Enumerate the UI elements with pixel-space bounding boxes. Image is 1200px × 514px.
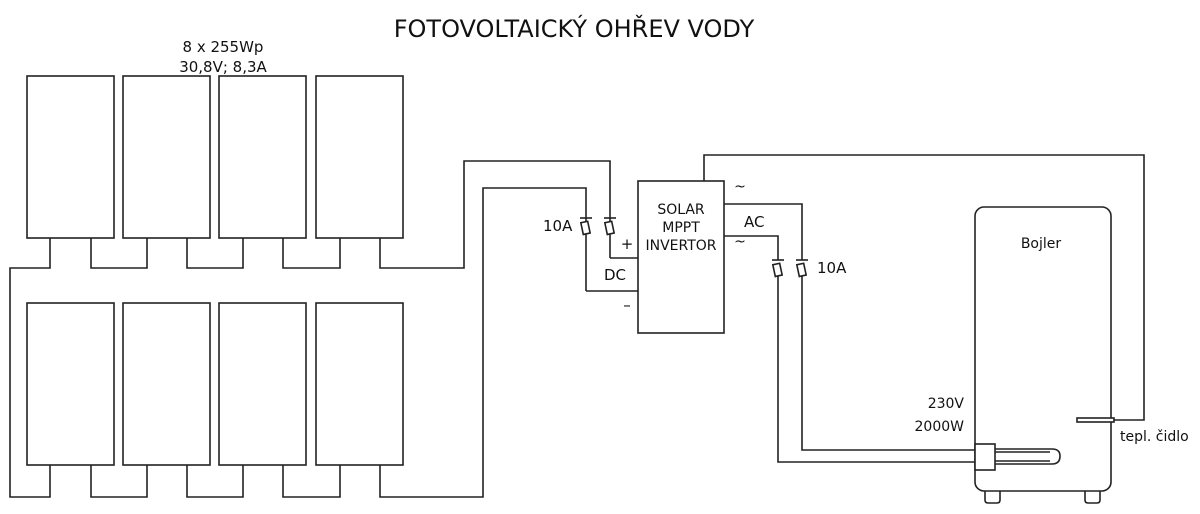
dc-positive-wire [379, 160, 611, 269]
inverter-label-line3: INVERTOR [645, 238, 716, 254]
solar-panel [122, 302, 211, 466]
panel-link-wire [186, 238, 244, 269]
panel-link-wire [90, 238, 148, 269]
ac-fuse-2 [795, 259, 808, 280]
dc-fuse-negative [579, 217, 592, 291]
inverter-label-line1: SOLAR [657, 202, 705, 218]
panel-link-wire [186, 465, 244, 498]
solar-panel [315, 302, 404, 466]
dc-negative-wire [379, 187, 587, 498]
heater-feed-wire-1 [777, 280, 975, 463]
heater-voltage: 230V [928, 396, 965, 412]
dc-plus-sign: + [621, 235, 634, 253]
dc-minus-sign: – [623, 296, 631, 314]
inverter-label-line2: MPPT [662, 220, 700, 236]
panel-count-label: 8 x 255Wp [183, 38, 264, 56]
solar-panel [122, 75, 211, 239]
solar-panel [218, 75, 307, 239]
ac-fuse-1 [771, 259, 784, 280]
boiler-label: Bojler [1021, 236, 1062, 252]
heater-flange [974, 443, 996, 471]
panel-link-wire [282, 465, 341, 498]
temperature-sensor-icon [1076, 417, 1115, 423]
diagram-title: FOTOVOLTAICKÝ OHŘEV VODY [394, 14, 755, 43]
heater-feed-wire-2 [801, 280, 975, 451]
panel-string-wire [9, 238, 51, 498]
solar-panel [26, 302, 115, 466]
sensor-wire [703, 154, 1145, 421]
boiler-foot-left [984, 491, 1001, 504]
solar-panel [218, 302, 307, 466]
panel-link-wire [90, 465, 148, 498]
dc-fuse-rating: 10A [543, 217, 573, 235]
ac-tilde-bottom: ~ [734, 234, 746, 250]
panel-spec-label: 30,8V; 8,3A [179, 58, 267, 76]
ac-fuse-rating: 10A [817, 259, 847, 277]
panel-link-wire [282, 238, 341, 269]
solar-panel [315, 75, 404, 239]
dc-label: DC [604, 266, 626, 284]
solar-panel [26, 75, 115, 239]
inverter-box [637, 180, 725, 334]
heating-element-icon [995, 448, 1061, 465]
ac-label: AC [744, 213, 764, 231]
heater-power: 2000W [915, 419, 965, 435]
temperature-sensor-label: tepl. čidlo [1120, 429, 1189, 445]
ac-line-2-wire [724, 235, 779, 260]
ac-tilde-top: ~ [734, 179, 746, 195]
boiler-foot-right [1084, 491, 1101, 504]
ac-line-1-wire [724, 203, 803, 260]
dc-fuse-positive [603, 217, 616, 258]
